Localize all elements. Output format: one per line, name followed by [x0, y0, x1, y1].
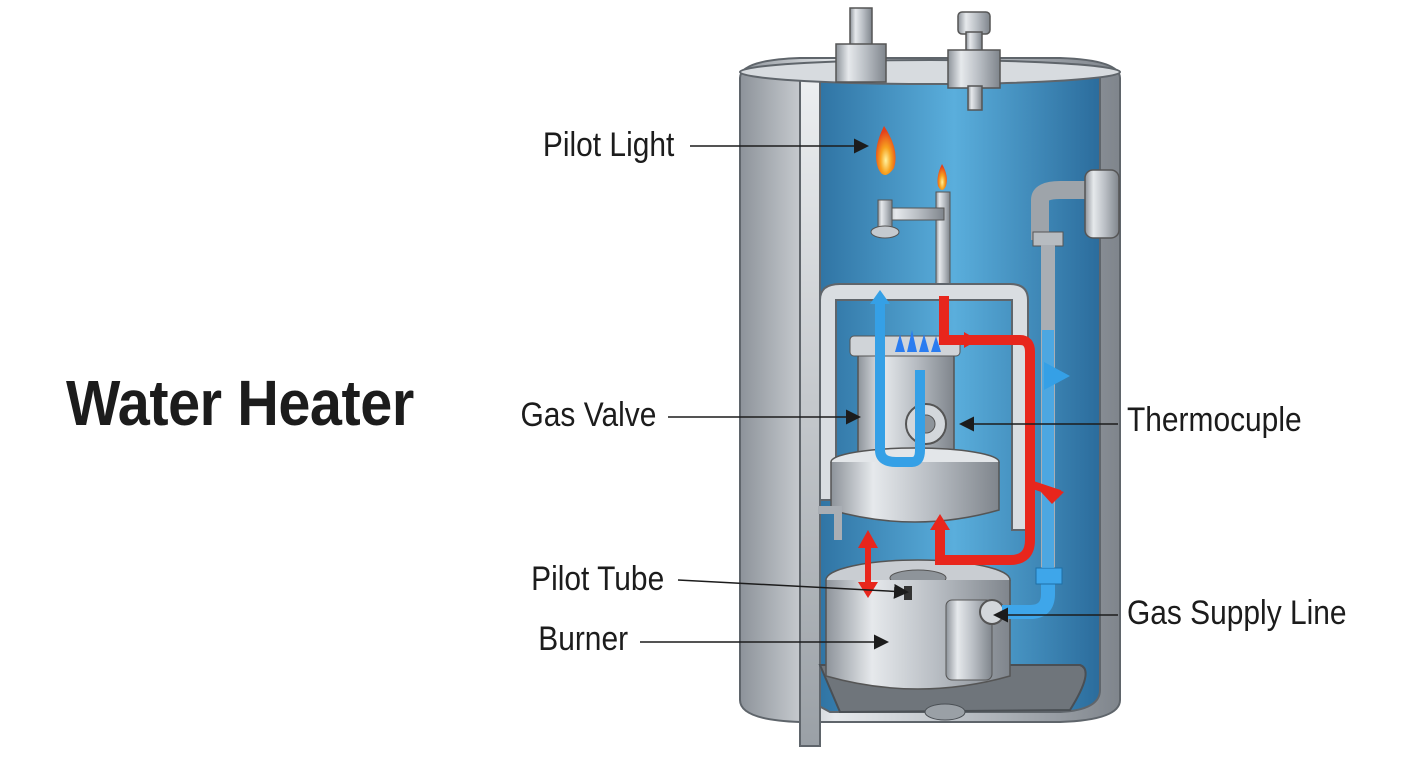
- label-pilot-tube: Pilot Tube: [530, 560, 664, 598]
- page-title: Water Heater: [66, 367, 414, 439]
- leader-lines: [640, 138, 1118, 650]
- pilot-flame-icon: [876, 126, 896, 175]
- cold-water-flow: [870, 290, 1070, 467]
- label-gas-supply-line: Gas Supply Line: [1127, 594, 1347, 632]
- label-gas-valve: Gas Valve: [520, 396, 656, 434]
- burner-unit: [818, 506, 1011, 690]
- pilot-assembly: [870, 126, 955, 297]
- label-thermocouple: Thermocuple: [1127, 401, 1302, 439]
- blue-arrow-icon: [1044, 362, 1070, 390]
- hot-flow: [858, 296, 1064, 598]
- label-burner: Burner: [538, 620, 628, 658]
- burner-flames-icon: [895, 330, 941, 352]
- top-fittings: [835, 7, 1001, 111]
- label-pilot-light: Pilot Light: [542, 126, 674, 164]
- small-flame-icon: [937, 164, 947, 190]
